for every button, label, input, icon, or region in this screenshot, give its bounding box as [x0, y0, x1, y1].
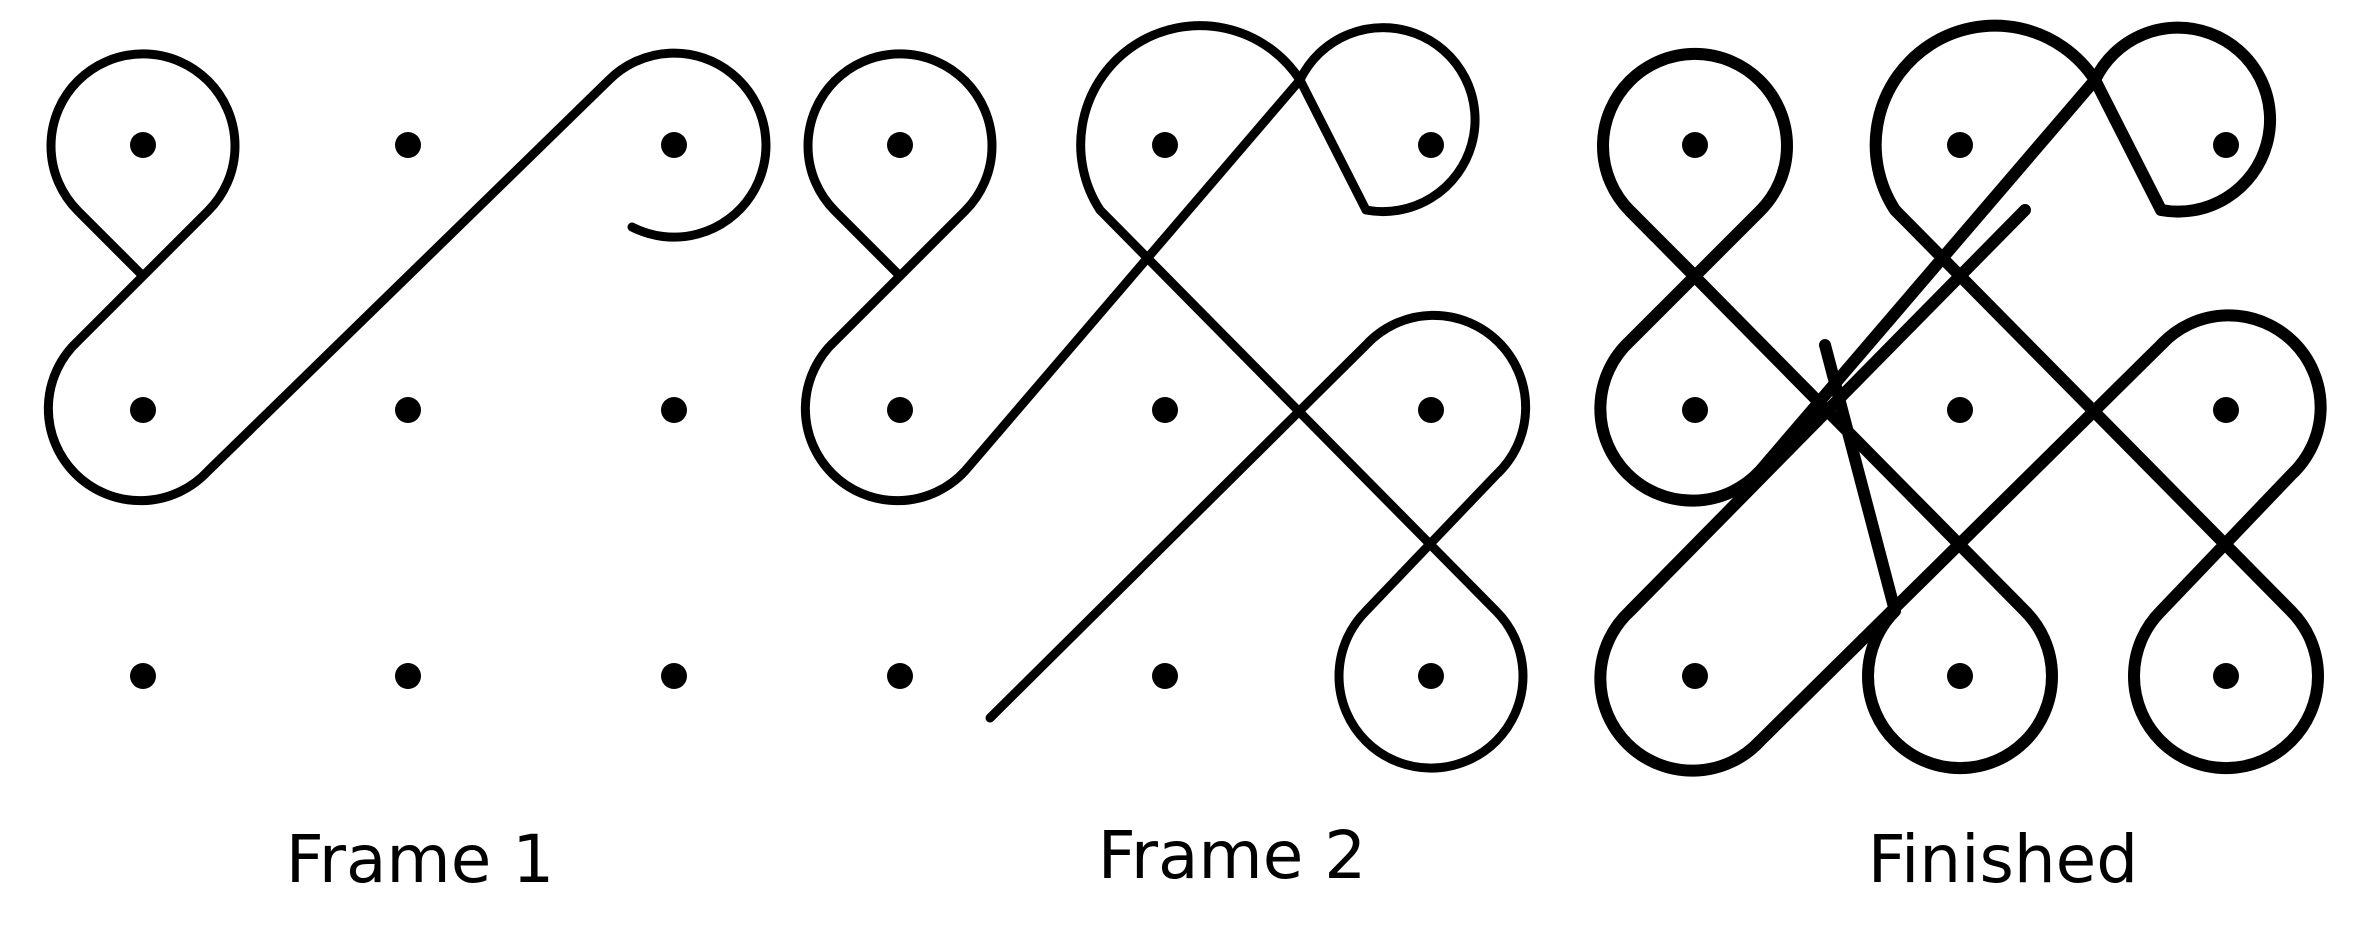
grid-dot	[1152, 397, 1178, 423]
frame-2-dot-grid	[887, 132, 1444, 689]
finished-frame: Finished	[1594, 19, 2327, 898]
grid-dot	[395, 397, 421, 423]
finished-caption: Finished	[1868, 821, 2138, 898]
grid-dot	[2213, 132, 2239, 158]
grid-dot	[1947, 132, 1973, 158]
frame-1-dot-grid	[130, 132, 687, 689]
grid-dot	[130, 132, 156, 158]
finished-line-drawing	[1594, 19, 2327, 777]
grid-dot	[1152, 663, 1178, 689]
grid-dot	[1152, 132, 1178, 158]
grid-dot	[1947, 397, 1973, 423]
grid-dot	[395, 132, 421, 158]
frame-2-line-drawing	[800, 21, 1531, 773]
grid-dot	[1947, 663, 1973, 689]
grid-dot	[1682, 132, 1708, 158]
grid-dot	[1682, 663, 1708, 689]
frame-2: Frame 2	[800, 21, 1531, 894]
grid-dot	[130, 397, 156, 423]
grid-dot	[1418, 663, 1444, 689]
grid-dot	[661, 397, 687, 423]
grid-dot	[1418, 132, 1444, 158]
grid-dot	[887, 132, 913, 158]
grid-dot	[661, 132, 687, 158]
grid-dot	[395, 663, 421, 689]
frame-1: Frame 1	[43, 48, 771, 898]
frame-2-caption: Frame 2	[1098, 817, 1367, 894]
grid-dot	[661, 663, 687, 689]
frame-1-caption: Frame 1	[286, 821, 555, 898]
finished-dot-grid	[1682, 132, 2239, 689]
grid-dot	[130, 663, 156, 689]
grid-dot	[887, 663, 913, 689]
grid-dot	[1418, 397, 1444, 423]
grid-dot	[887, 397, 913, 423]
grid-dot	[1682, 397, 1708, 423]
grid-dot	[2213, 663, 2239, 689]
grid-dot	[2213, 397, 2239, 423]
frame-1-line-drawing	[43, 48, 771, 506]
finished-return-stroke	[1624, 205, 2058, 775]
